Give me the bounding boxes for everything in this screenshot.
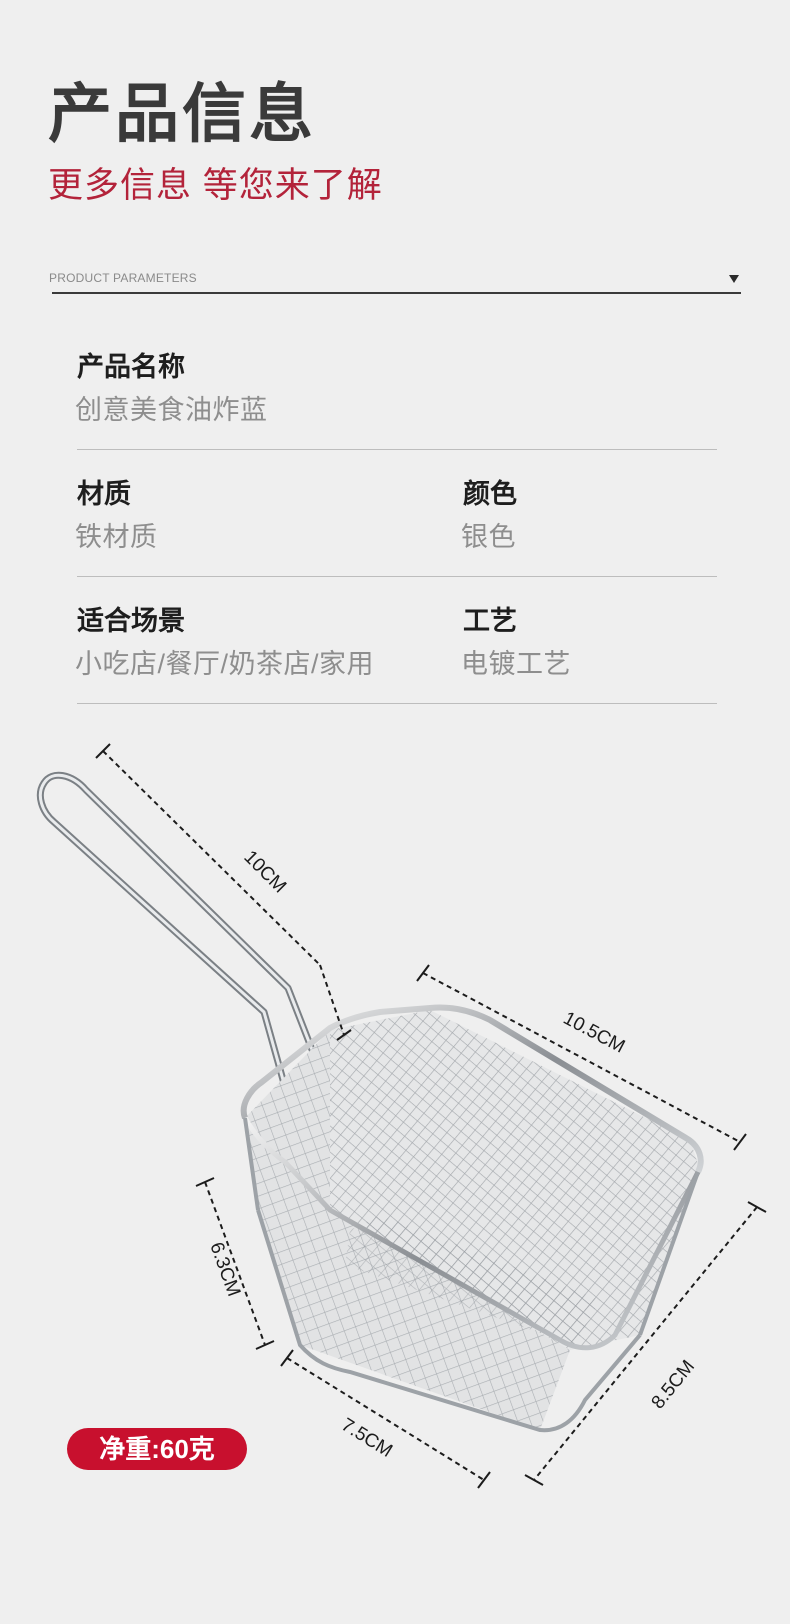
row-divider xyxy=(77,703,717,704)
dimension-lines xyxy=(102,750,758,1481)
dim-basket-width: 8.5CM xyxy=(648,1356,700,1413)
param-color-value: 银色 xyxy=(461,522,516,552)
param-name-label: 产品名称 xyxy=(77,352,185,382)
basket-body xyxy=(240,1004,704,1433)
page-title: 产品信息 xyxy=(48,78,316,150)
dim-basket-length: 10.5CM xyxy=(560,1008,629,1058)
param-scene-value: 小吃店/餐厅/奶茶店/家用 xyxy=(75,649,375,679)
param-color-label: 颜色 xyxy=(463,479,517,509)
fry-basket-image: 10CM 10.5CM 8.5CM 6.3CM 7.5CM xyxy=(36,743,767,1489)
basket-handle xyxy=(36,771,322,1116)
dimension-ticks xyxy=(95,743,767,1489)
param-material-value: 铁材质 xyxy=(75,522,158,552)
param-scene-label: 适合场景 xyxy=(77,606,185,636)
dim-handle-length: 10CM xyxy=(239,847,290,898)
page-subtitle: 更多信息 等您来了解 xyxy=(48,166,383,205)
dim-bottom-width: 7.5CM xyxy=(337,1414,396,1461)
dim-height: 6.3CM xyxy=(205,1240,244,1300)
section-divider xyxy=(52,292,741,294)
row-divider xyxy=(77,576,717,577)
param-craft-label: 工艺 xyxy=(463,606,517,636)
section-label: PRODUCT PARAMETERS xyxy=(49,271,197,285)
row-divider xyxy=(77,449,717,450)
param-material-label: 材质 xyxy=(77,479,131,509)
param-craft-value: 电镀工艺 xyxy=(461,649,571,679)
param-name-value: 创意美食油炸蓝 xyxy=(75,395,268,425)
weight-badge: 净重:60克 xyxy=(67,1428,247,1470)
triangle-down-icon xyxy=(729,275,739,283)
